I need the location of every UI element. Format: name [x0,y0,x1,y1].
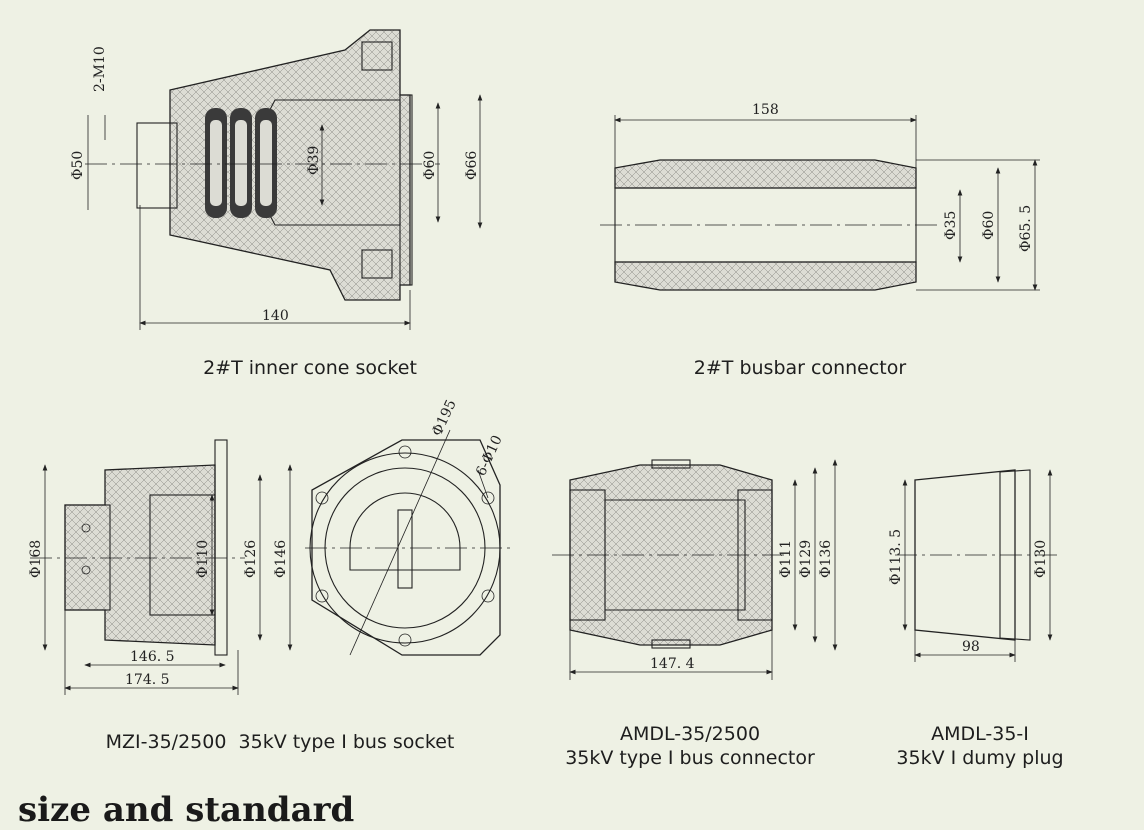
socket-inner-ring-3 [260,120,272,206]
dim-bus-socket-d126: Φ126 [243,540,259,578]
bus-socket-flange [214,439,228,656]
inner-cone-socket-drawing: 2-M10 Φ50 Φ39 Φ60 Φ66 140 [70,29,483,330]
dummy-plug-sealing-band [999,469,1031,641]
bus-socket-end-block [64,504,111,611]
caption-inner-cone-socket: 2#T inner cone socket [203,357,417,379]
caption-dummy-plug: AMDL-35-I 35kV I dumy plug [860,722,1100,770]
dim-d60: Φ60 [422,151,438,180]
caption-bus-connector-model: AMDL-35/2500 [619,723,761,745]
dim-bus-socket-d110: Φ110 [195,540,211,578]
bus-socket-hole-1 [81,523,91,533]
dim-busbar-d65: Φ65. 5 [1018,205,1034,252]
dim-bus-socket-d195: Φ195 [429,397,460,438]
dim-bus-socket-l2: 174. 5 [125,672,170,688]
dummy-plug-drawing: Φ113. 5 Φ130 98 [888,469,1060,662]
bus-connector-drawing: Φ111 Φ129 Φ136 147. 4 [552,459,838,680]
caption-bus-socket: MZI-35/2500 35kV type I bus socket [105,731,455,753]
caption-dummy-plug-desc: 35kV I dumy plug [896,747,1064,769]
dim-d50: Φ50 [70,151,86,180]
dim-bus-connector-d129: Φ129 [798,540,814,578]
bus-connector-bottom-band [651,639,691,649]
bus-socket-front-drawing: Φ195 6-Φ10 [305,397,510,656]
dim-busbar-length: 158 [752,102,779,118]
dim-d66: Φ66 [464,151,480,180]
busbar-connector-drawing: 158 Φ35 Φ60 Φ65. 5 [600,102,1040,291]
dim-busbar-d35: Φ35 [943,211,959,240]
dim-busbar-d60: Φ60 [981,211,997,240]
dim-thread: 2-M10 [92,46,108,92]
busbar-connector-upper-shell [614,159,917,189]
bus-socket-center-plate [349,492,461,571]
dim-bus-socket-d168: Φ168 [28,540,44,578]
dim-socket-length: 140 [262,308,289,324]
socket-inner-ring-2 [235,120,247,206]
dim-dummy-plug-length: 98 [962,639,980,655]
socket-end-flange [399,94,413,286]
busbar-connector-lower-shell [614,261,917,291]
bus-socket-hole-2 [81,565,91,575]
bus-socket-hex-flange [311,439,501,656]
caption-bus-connector: AMDL-35/2500 35kV type I bus connector [520,722,860,770]
dim-d39: Φ39 [306,146,322,175]
socket-bolt-bottom [361,249,393,279]
caption-bus-connector-desc: 35kV type I bus connector [565,747,815,769]
caption-busbar-connector: 2#T busbar connector [693,357,907,379]
dim-bus-connector-d136: Φ136 [818,540,834,578]
dim-bus-socket-d146: Φ146 [273,540,289,578]
caption-dummy-plug-model: AMDL-35-I [931,723,1029,745]
bus-socket-body [64,464,216,646]
busbar-connector-bore [614,187,917,263]
socket-inner-ring-1 [210,120,222,206]
dim-bus-socket-l1: 146. 5 [130,649,175,665]
socket-insert [136,122,178,209]
dim-bus-connector-d111: Φ111 [778,540,794,578]
bus-socket-slot [397,509,413,589]
socket-bolt-top [361,41,393,71]
bus-socket-side-drawing: Φ168 Φ110 Φ126 Φ146 146. 5 174. 5 [28,439,293,695]
dim-bus-connector-length: 147. 4 [650,656,695,672]
bus-connector-top-band [651,459,691,469]
dim-dummy-plug-d113: Φ113. 5 [888,529,904,585]
section-heading: size and standard [18,790,355,830]
dim-dummy-plug-d130: Φ130 [1033,540,1049,578]
